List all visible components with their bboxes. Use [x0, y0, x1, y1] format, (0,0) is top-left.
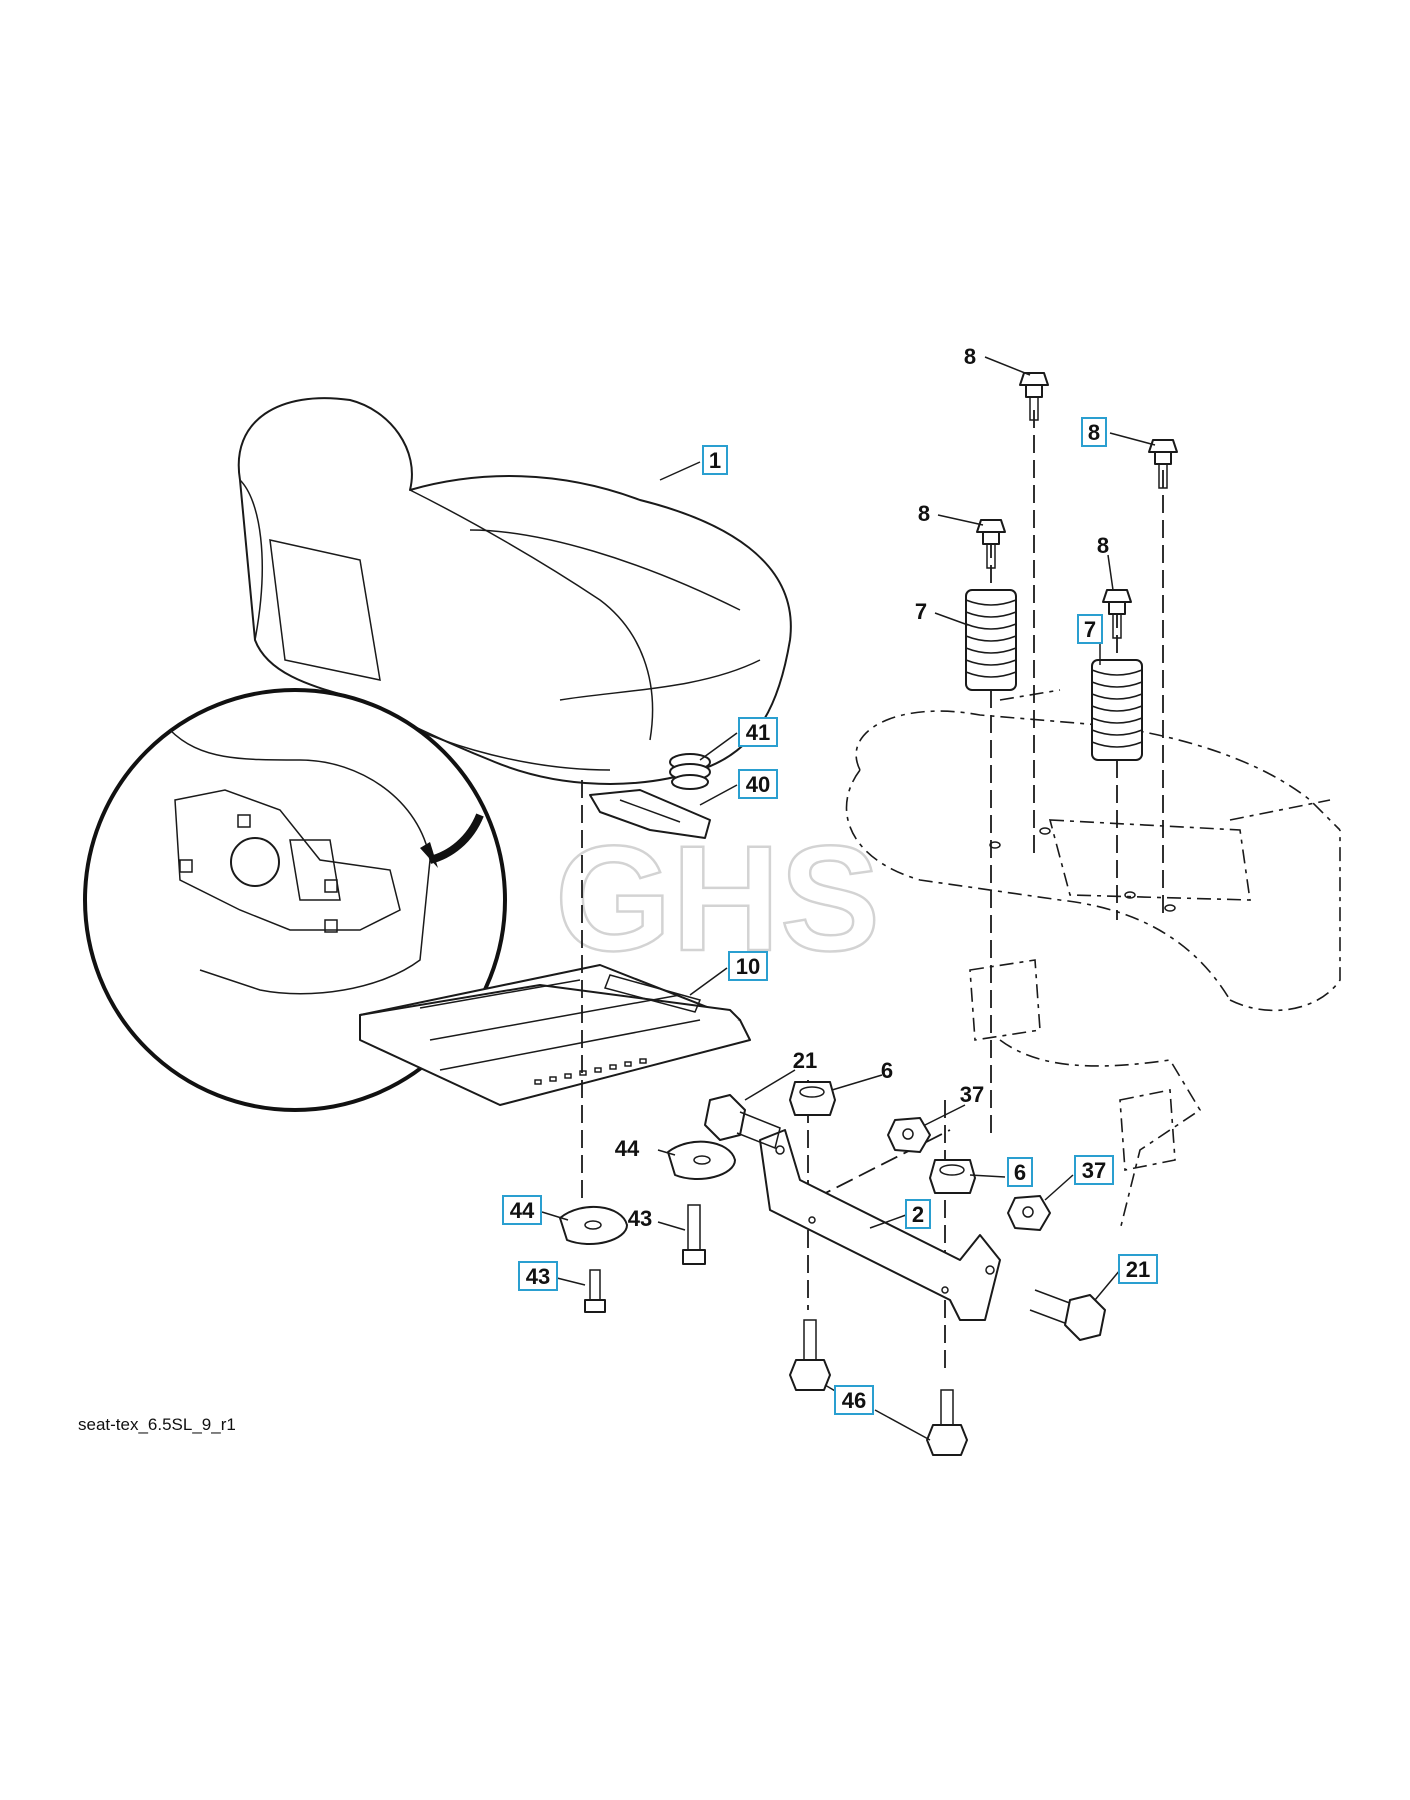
screw-43-b [584, 1269, 606, 1313]
spring-7-a [965, 589, 1017, 691]
callouts: 1 8 8 8 8 7 7 41 40 1 [502, 344, 1158, 1415]
callout-43-a[interactable]: 43 [628, 1206, 652, 1231]
bolt-8-b [1148, 439, 1178, 489]
callout-7-b[interactable]: 7 [1077, 614, 1103, 644]
nut-6-a [789, 1081, 836, 1116]
watermark: GHS [555, 814, 880, 982]
washer-44-a [667, 1140, 736, 1180]
svg-text:7: 7 [915, 599, 927, 624]
bolt-46-a [789, 1319, 831, 1391]
svg-text:44: 44 [615, 1136, 640, 1161]
bolt-8-a [1019, 372, 1049, 421]
nut-37-b [1007, 1195, 1051, 1231]
svg-text:46: 46 [842, 1388, 866, 1413]
svg-text:6: 6 [1014, 1160, 1026, 1185]
callout-44-b[interactable]: 44 [502, 1195, 542, 1225]
spring-7-b [1091, 659, 1143, 761]
svg-text:8: 8 [964, 344, 976, 369]
svg-text:2: 2 [912, 1202, 924, 1227]
bolt-21-a [704, 1094, 781, 1150]
bolt-21-b [1029, 1289, 1106, 1341]
svg-text:8: 8 [1088, 420, 1100, 445]
screw-43-a [682, 1204, 706, 1265]
svg-text:10: 10 [736, 954, 760, 979]
callout-7-a[interactable]: 7 [915, 599, 927, 624]
callout-1[interactable]: 1 [702, 445, 728, 475]
callout-37-b[interactable]: 37 [1074, 1155, 1114, 1185]
callout-8-c[interactable]: 8 [918, 501, 930, 526]
svg-text:8: 8 [918, 501, 930, 526]
svg-text:41: 41 [746, 720, 770, 745]
svg-text:43: 43 [526, 1264, 550, 1289]
svg-text:37: 37 [960, 1082, 984, 1107]
callout-21-b[interactable]: 21 [1118, 1254, 1158, 1284]
svg-text:37: 37 [1082, 1158, 1106, 1183]
bolt-8-d [1102, 589, 1132, 639]
svg-text:8: 8 [1097, 533, 1109, 558]
reference-code: seat-tex_6.5SL_9_r1 [78, 1415, 236, 1434]
callout-43-b[interactable]: 43 [518, 1261, 558, 1291]
svg-text:43: 43 [628, 1206, 652, 1231]
leader-lines [541, 356, 1156, 1441]
svg-text:21: 21 [793, 1048, 817, 1073]
callout-6-a[interactable]: 6 [881, 1058, 893, 1083]
washer-44-b [559, 1205, 628, 1245]
detail-magnifier [83, 688, 507, 1112]
callout-6-b[interactable]: 6 [1007, 1157, 1033, 1187]
callout-2[interactable]: 2 [905, 1199, 931, 1229]
callout-10[interactable]: 10 [728, 951, 768, 981]
svg-text:7: 7 [1084, 617, 1096, 642]
bolt-46-b [926, 1389, 968, 1456]
svg-text:40: 40 [746, 772, 770, 797]
callout-21-a[interactable]: 21 [793, 1048, 817, 1073]
callout-46[interactable]: 46 [834, 1385, 874, 1415]
seat-part [237, 397, 792, 785]
seat-switch-bracket-40 [589, 789, 711, 839]
nut-6-b [929, 1159, 976, 1194]
nut-37-a [887, 1117, 931, 1153]
callout-8-d[interactable]: 8 [1097, 533, 1109, 558]
svg-text:1: 1 [709, 448, 721, 473]
spring-41 [669, 753, 711, 790]
svg-text:44: 44 [510, 1198, 535, 1223]
callout-41[interactable]: 41 [738, 717, 778, 747]
callout-8-a[interactable]: 8 [964, 344, 976, 369]
callout-40[interactable]: 40 [738, 769, 778, 799]
svg-text:6: 6 [881, 1058, 893, 1083]
callout-44-a[interactable]: 44 [615, 1136, 640, 1161]
svg-text:21: 21 [1126, 1257, 1150, 1282]
seat-pan-10 [359, 964, 751, 1106]
bolt-8-c [976, 519, 1006, 569]
callout-37-a[interactable]: 37 [960, 1082, 984, 1107]
callout-8-b[interactable]: 8 [1081, 417, 1107, 447]
